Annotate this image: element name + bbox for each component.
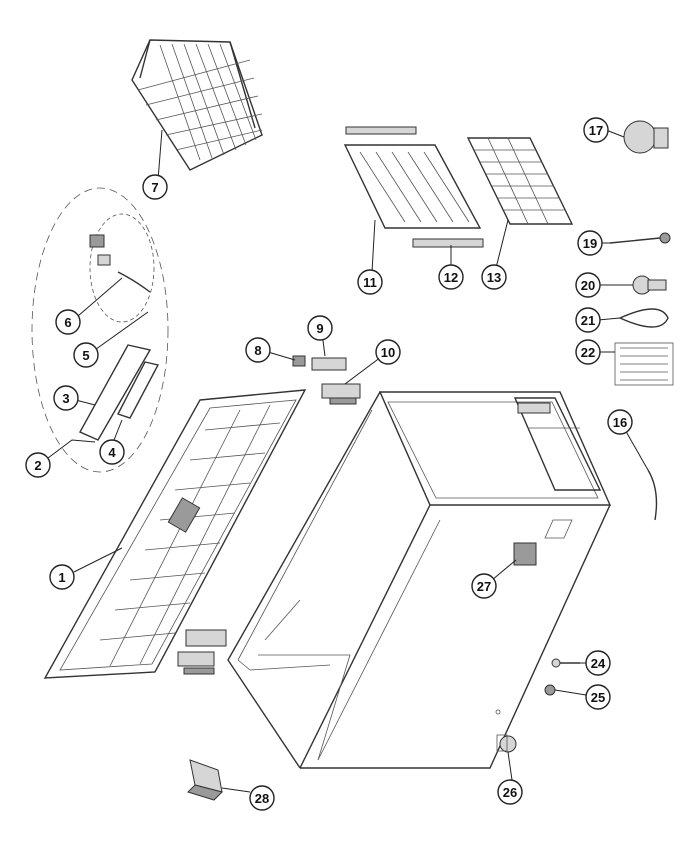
callout-16: 16 <box>607 409 633 435</box>
callout-19: 19 <box>577 230 603 256</box>
parts-8-9-10 <box>292 355 361 405</box>
svg-text:10: 10 <box>381 345 395 360</box>
lower-hinge <box>177 629 227 675</box>
svg-text:17: 17 <box>589 123 603 138</box>
callout-27: 27 <box>471 573 497 599</box>
callout-4: 4 <box>99 439 125 465</box>
svg-text:19: 19 <box>583 236 597 251</box>
callout-10: 10 <box>375 339 401 365</box>
leader-lines <box>47 129 649 793</box>
callout-3: 3 <box>53 385 79 411</box>
part-28-block <box>187 759 223 801</box>
right-side-parts <box>496 120 674 753</box>
svg-text:2: 2 <box>34 458 41 473</box>
callout-22: 22 <box>575 339 601 365</box>
svg-text:22: 22 <box>581 345 595 360</box>
callout-25: 25 <box>585 684 611 710</box>
freezer-cabinet <box>227 391 612 769</box>
svg-text:24: 24 <box>591 656 606 671</box>
svg-text:11: 11 <box>363 275 377 290</box>
svg-text:5: 5 <box>82 348 89 363</box>
svg-text:16: 16 <box>613 415 627 430</box>
svg-text:12: 12 <box>444 270 458 285</box>
svg-text:1: 1 <box>58 570 65 585</box>
callout-12: 12 <box>438 264 464 290</box>
callout-6: 6 <box>55 309 81 335</box>
callout-7: 7 <box>142 174 168 200</box>
svg-text:13: 13 <box>487 270 501 285</box>
callout-5: 5 <box>73 342 99 368</box>
svg-text:28: 28 <box>255 791 269 806</box>
svg-text:9: 9 <box>316 321 323 336</box>
svg-text:20: 20 <box>581 278 595 293</box>
svg-text:3: 3 <box>62 391 69 406</box>
callout-26: 26 <box>497 779 523 805</box>
lid <box>43 389 307 679</box>
callout-9: 9 <box>307 315 333 341</box>
svg-text:25: 25 <box>591 690 605 705</box>
svg-text:8: 8 <box>254 343 261 358</box>
svg-text:7: 7 <box>151 180 158 195</box>
callout-2: 2 <box>25 452 51 478</box>
basket <box>131 39 263 171</box>
callout-20: 20 <box>575 272 601 298</box>
svg-text:27: 27 <box>477 579 491 594</box>
callout-24: 24 <box>585 650 611 676</box>
callout-13: 13 <box>481 264 507 290</box>
callout-28: 28 <box>249 785 275 811</box>
callout-8: 8 <box>245 337 271 363</box>
small-parts-2-6 <box>79 234 160 441</box>
svg-text:6: 6 <box>64 315 71 330</box>
subassembly-outline <box>89 213 155 323</box>
assembly-group-outline <box>31 187 169 473</box>
callout-1: 1 <box>49 564 75 590</box>
callout-11: 11 <box>357 269 383 295</box>
callout-17: 17 <box>583 117 609 143</box>
svg-text:26: 26 <box>503 785 517 800</box>
svg-text:21: 21 <box>581 313 595 328</box>
parts-11-12-13 <box>343 126 574 248</box>
callout-21: 21 <box>575 307 601 333</box>
svg-text:4: 4 <box>108 445 116 460</box>
